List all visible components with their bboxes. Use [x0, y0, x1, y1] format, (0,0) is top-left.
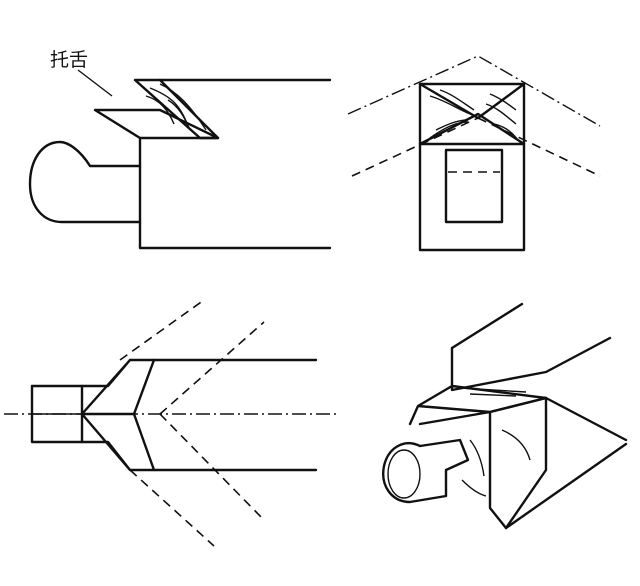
section-outline: [418, 82, 526, 252]
end-section-view: [347, 55, 601, 252]
iso-tenon-grain: [387, 449, 421, 499]
plan-view: [4, 299, 340, 547]
tuoshe-label: 托舌: [50, 49, 88, 71]
iso-tongue-grain: [459, 387, 527, 397]
iso-round-tenon: [382, 438, 470, 504]
miter-dash-left: [351, 117, 601, 177]
section-wood-grain: [429, 89, 519, 141]
iso-end-face: [418, 396, 548, 530]
isometric-view: [382, 302, 628, 530]
plan-chevron-outer: [80, 358, 318, 472]
iso-beam-top: [450, 302, 612, 392]
plan-dash-lower: [129, 413, 265, 547]
section-diagonals: [418, 82, 526, 146]
iso-beam-right: [504, 396, 628, 530]
iso-tongue: [408, 384, 548, 426]
label-leader: [77, 69, 113, 97]
iso-face-grain: [461, 429, 531, 497]
mortise-opening: [444, 148, 504, 224]
wood-grain-face: [133, 78, 220, 140]
beam-outline: [138, 78, 332, 250]
round-tenon: [28, 140, 142, 224]
side-elevation-view: 托舌: [28, 49, 332, 250]
tongue-piece: [93, 108, 220, 140]
wood-grain-lines: [145, 83, 207, 131]
plan-dash-upper: [119, 299, 265, 415]
